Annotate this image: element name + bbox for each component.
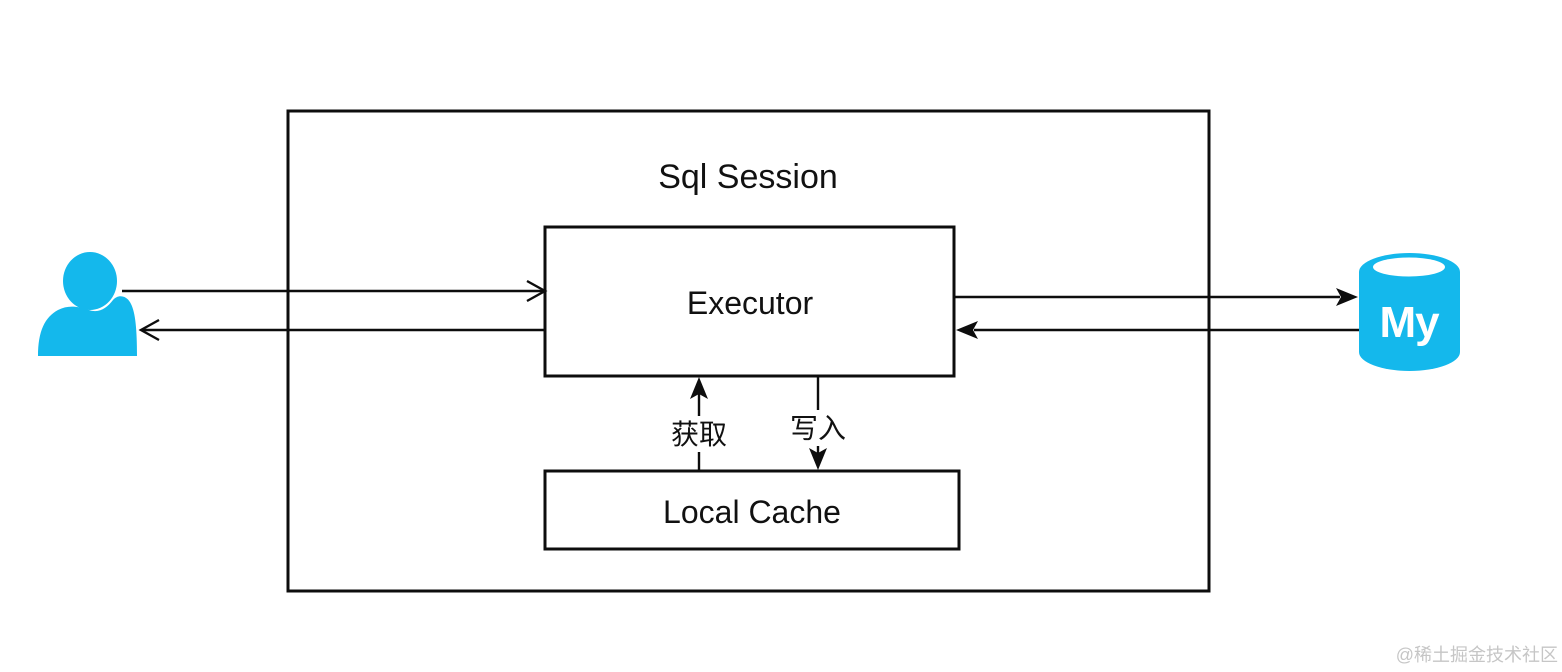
executor-label: Executor: [687, 285, 814, 321]
arrow-executor-to-mysql: [954, 288, 1358, 306]
mysql-database-icon: My: [1359, 253, 1460, 371]
arrow-executor-to-user: [138, 318, 545, 342]
arrow-left-solid-icon: [956, 321, 978, 339]
arrow-mysql-to-executor: [956, 321, 1359, 339]
arrow-fetch-from-cache: 获取: [667, 377, 732, 471]
executor-box: [543, 225, 956, 378]
arrow-right-solid-icon: [1336, 288, 1358, 306]
fetch-label-background: [667, 416, 732, 452]
user-icon: [38, 252, 137, 356]
cylinder-top-highlight: [1373, 257, 1445, 277]
sql-session-title: Sql Session: [658, 158, 838, 196]
arrow-up-solid-icon: [690, 377, 708, 399]
arrow-user-to-executor: [122, 279, 548, 303]
arrow-write-to-cache: 写入: [786, 376, 851, 470]
arrow-down-solid-icon: [809, 448, 827, 470]
mysql-logo-text: My: [1379, 298, 1440, 347]
local-cache-label: Local Cache: [663, 494, 841, 530]
write-label-background: [786, 410, 851, 446]
watermark: @稀土掘金技术社区: [1396, 645, 1558, 665]
local-cache-box: [543, 469, 961, 551]
arrow-left-chevron-icon: [138, 318, 160, 342]
arrow-right-chevron-icon: [526, 279, 548, 303]
write-arrow-label: 写入: [790, 413, 846, 444]
fetch-arrow-label: 获取: [671, 419, 727, 450]
